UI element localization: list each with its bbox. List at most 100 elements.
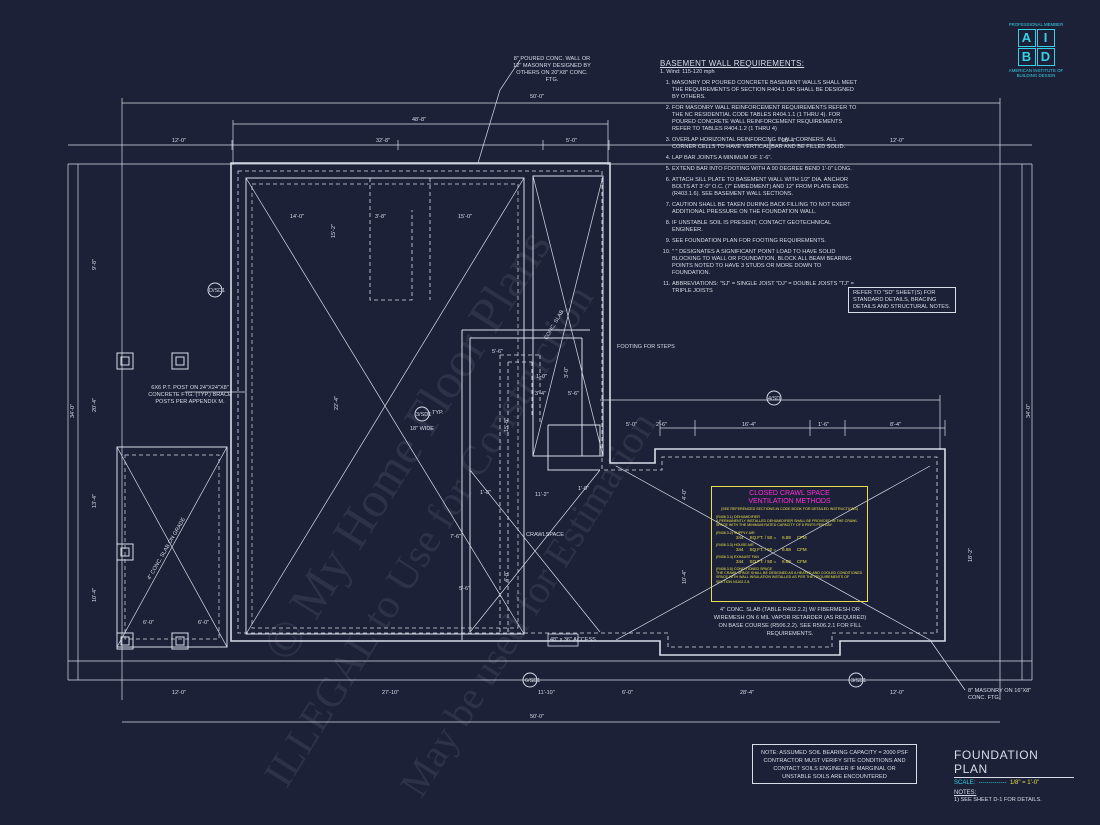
refer-note-box: REFER TO "SD" SHEET(S) FOR STANDARD DETA… xyxy=(848,287,956,313)
vent-area: 344 xyxy=(736,558,744,564)
dim-32-8: 32'-8" xyxy=(376,138,390,144)
dim-15-2: 15'-2" xyxy=(331,224,337,238)
dim-9-8: 9'-8" xyxy=(92,259,98,270)
dim-5-0: 5'-0" xyxy=(626,422,637,428)
vent-area: 344 xyxy=(736,534,744,540)
plan-title: FOUNDATION PLAN xyxy=(954,748,1074,778)
requirement-item: IF UNSTABLE SOIL IS PRESENT, CONTACT GEO… xyxy=(672,220,860,234)
dim-overall-bottom: 50'-0" xyxy=(530,714,544,720)
basement-wall-heading: BASEMENT WALL REQUIREMENTS: xyxy=(660,59,805,68)
scale-value: 1/8" = 1'-0" xyxy=(1010,780,1040,786)
notes-heading: NOTES: xyxy=(954,790,977,796)
vent-result: 6.88 xyxy=(782,558,791,564)
typ-label: TYP. xyxy=(432,410,444,416)
vent-area: 344 xyxy=(736,546,744,552)
marker-label: D/SD1 xyxy=(209,288,225,294)
vent-calc-row: 344 SQ.FT. / 50 = 6.88 CFM xyxy=(736,559,863,564)
title-block: FOUNDATION PLAN SCALE: -------------- 1/… xyxy=(954,748,1074,803)
dim-5-6: 5'-6" xyxy=(459,586,470,592)
requirement-item: EXTEND BAR INTO FOOTING WITH A 90 DEGREE… xyxy=(672,166,860,173)
dim-15-0: 15'-0" xyxy=(458,214,472,220)
post-footing xyxy=(116,632,134,650)
vent-divisor: SQ.FT. / 50 = xyxy=(749,534,777,540)
dimension-line xyxy=(121,98,1001,700)
logo-letter: I xyxy=(1036,29,1055,47)
foundation-wall-inner xyxy=(237,170,938,648)
logo-letter: D xyxy=(1036,48,1055,66)
dim-12-0: 12'-0" xyxy=(172,690,186,696)
dim-16-4: 16'-4" xyxy=(742,422,756,428)
vent-title: CLOSED CRAWL SPACE xyxy=(749,490,830,497)
access-label: 48" x 36" ACCESS xyxy=(550,637,596,643)
post-footing xyxy=(116,543,134,561)
dim-12-0: 12'-0" xyxy=(172,138,186,144)
section-marker xyxy=(207,282,223,298)
marker-label: 3/SD1 xyxy=(851,678,866,684)
marker-label: 3/SD1 xyxy=(416,412,431,418)
dim-20-4: 20'-4" xyxy=(92,398,98,412)
dim-3-4: 3'-4" xyxy=(535,391,546,397)
logo-letters: A I B D xyxy=(1008,29,1064,66)
vent-section-head: (R408.3.1) DEHUMIDIFIER xyxy=(716,515,760,519)
dim-48-8: 48'-8" xyxy=(412,117,426,123)
section-marker xyxy=(766,390,782,406)
dim-1-6: 1'-6" xyxy=(818,422,829,428)
vent-title-2: VENTILATION METHODS xyxy=(748,498,831,505)
crawl-access xyxy=(547,633,579,647)
vent-section-head: (R408.3.2) SUPPLY AIR xyxy=(716,530,755,535)
post-footing xyxy=(171,352,189,370)
requirement-item: SEE FOUNDATION PLAN FOR FOOTING REQUIREM… xyxy=(672,238,860,245)
scale-line: SCALE: -------------- 1/8" = 1'-0" xyxy=(954,780,1040,786)
requirement-item: MASONRY OR POURED CONCRETE BASEMENT WALL… xyxy=(672,80,860,101)
footing-steps-label: FOOTING FOR STEPS xyxy=(617,344,675,350)
dim-7-6: 7'-6" xyxy=(450,534,461,540)
dim-34-0: 34'-0" xyxy=(70,404,76,418)
requirement-item: LAP BAR JOINTS A MINIMUM OF 1'-6". xyxy=(672,155,860,162)
dim-10-4: 10'-4" xyxy=(92,588,98,602)
conc-slab-label: CONC. SLAB xyxy=(544,309,566,341)
dim-5-0: 5'-0" xyxy=(566,138,577,144)
dim-1-8: 1'-8" xyxy=(480,490,491,496)
vent-section-head: (R408.3.3) HOUSE AIR xyxy=(716,542,754,547)
basement-wall-sub: 1. Wind: 115-120 mph xyxy=(660,69,715,75)
vent-result: 6.88 xyxy=(782,534,791,540)
slab-note: 4" CONC. SLAB (TABLE R402.2.2) w/ FIBERM… xyxy=(713,607,867,637)
dim-28-4: 28'-4" xyxy=(782,138,796,144)
dim-14-0: 14'-0" xyxy=(290,214,304,220)
dim-13-4: 13'-4" xyxy=(92,494,98,508)
dim-8-4: 8'-4" xyxy=(890,422,901,428)
basement-wall-requirements: BASEMENT WALL REQUIREMENTS: 1. Wind: 115… xyxy=(660,60,860,299)
foundation-wall xyxy=(230,162,946,656)
vent-section-head: (R408.3.4) EXHAUST FAN xyxy=(716,554,759,559)
section-marker xyxy=(522,672,538,688)
refer-note-text: REFER TO "SD" SHEET(S) FOR STANDARD DETA… xyxy=(853,290,951,310)
dim-4-0: 4'-0" xyxy=(682,489,688,500)
masonry-note-top: 8" POURED CONC. WALL OR 12" MASONRY DESI… xyxy=(513,56,591,83)
requirement-item: " " DESIGNATES A SIGNIFICANT POINT LOAD … xyxy=(672,249,860,277)
scale-label: SCALE: xyxy=(954,780,976,786)
masonry-note-bottom: 8" MASONRY ON 16"x8" CONC. FTG. xyxy=(968,688,1032,701)
leader xyxy=(477,59,521,164)
dim-5-6: 5'-6" xyxy=(492,349,503,355)
requirement-item: CAUTION SHALL BE TAKEN DURING BACK FILLI… xyxy=(672,202,860,216)
ventilation-methods-box: CLOSED CRAWL SPACE VENTILATION METHODS (… xyxy=(711,486,868,602)
dim-11-2: 11'-2" xyxy=(535,492,549,498)
stair-shaft xyxy=(532,175,604,457)
requirement-item: FOR MASONRY WALL REINFORCEMENT REQUIREME… xyxy=(672,105,860,133)
aibd-logo: PROFESSIONAL MEMBER A I B D AMERICAN INS… xyxy=(1008,22,1064,78)
dim-12-0: 12'-0" xyxy=(890,138,904,144)
logo-bottom-text: AMERICAN INSTITUTE OF BUILDING DESIGN xyxy=(1008,68,1064,78)
requirement-item: OVERLAP HORIZONTAL REINFORCING IN ALL CO… xyxy=(672,137,860,151)
conc-slab-label: 4" CONC. SLAB ON GRADE xyxy=(147,516,188,581)
post-footing xyxy=(116,352,134,370)
post-note: 6x6 P.T. POST ON 24"x24"x8" CONCRETE FTG… xyxy=(148,385,232,405)
crawlspace-diagonal xyxy=(469,469,601,633)
dim-10-4: 10'-4" xyxy=(682,570,688,584)
section-marker xyxy=(414,406,430,422)
vent-subtitle: (SEE REFERENCED SECTIONS IN CODE BOOK FO… xyxy=(721,507,858,511)
dim-3-8: 3'-8" xyxy=(375,214,386,220)
dim-6-0: 6'-0" xyxy=(198,620,209,626)
logo-letter: A xyxy=(1017,29,1036,47)
dim-overall-top: 50'-0" xyxy=(530,94,544,100)
